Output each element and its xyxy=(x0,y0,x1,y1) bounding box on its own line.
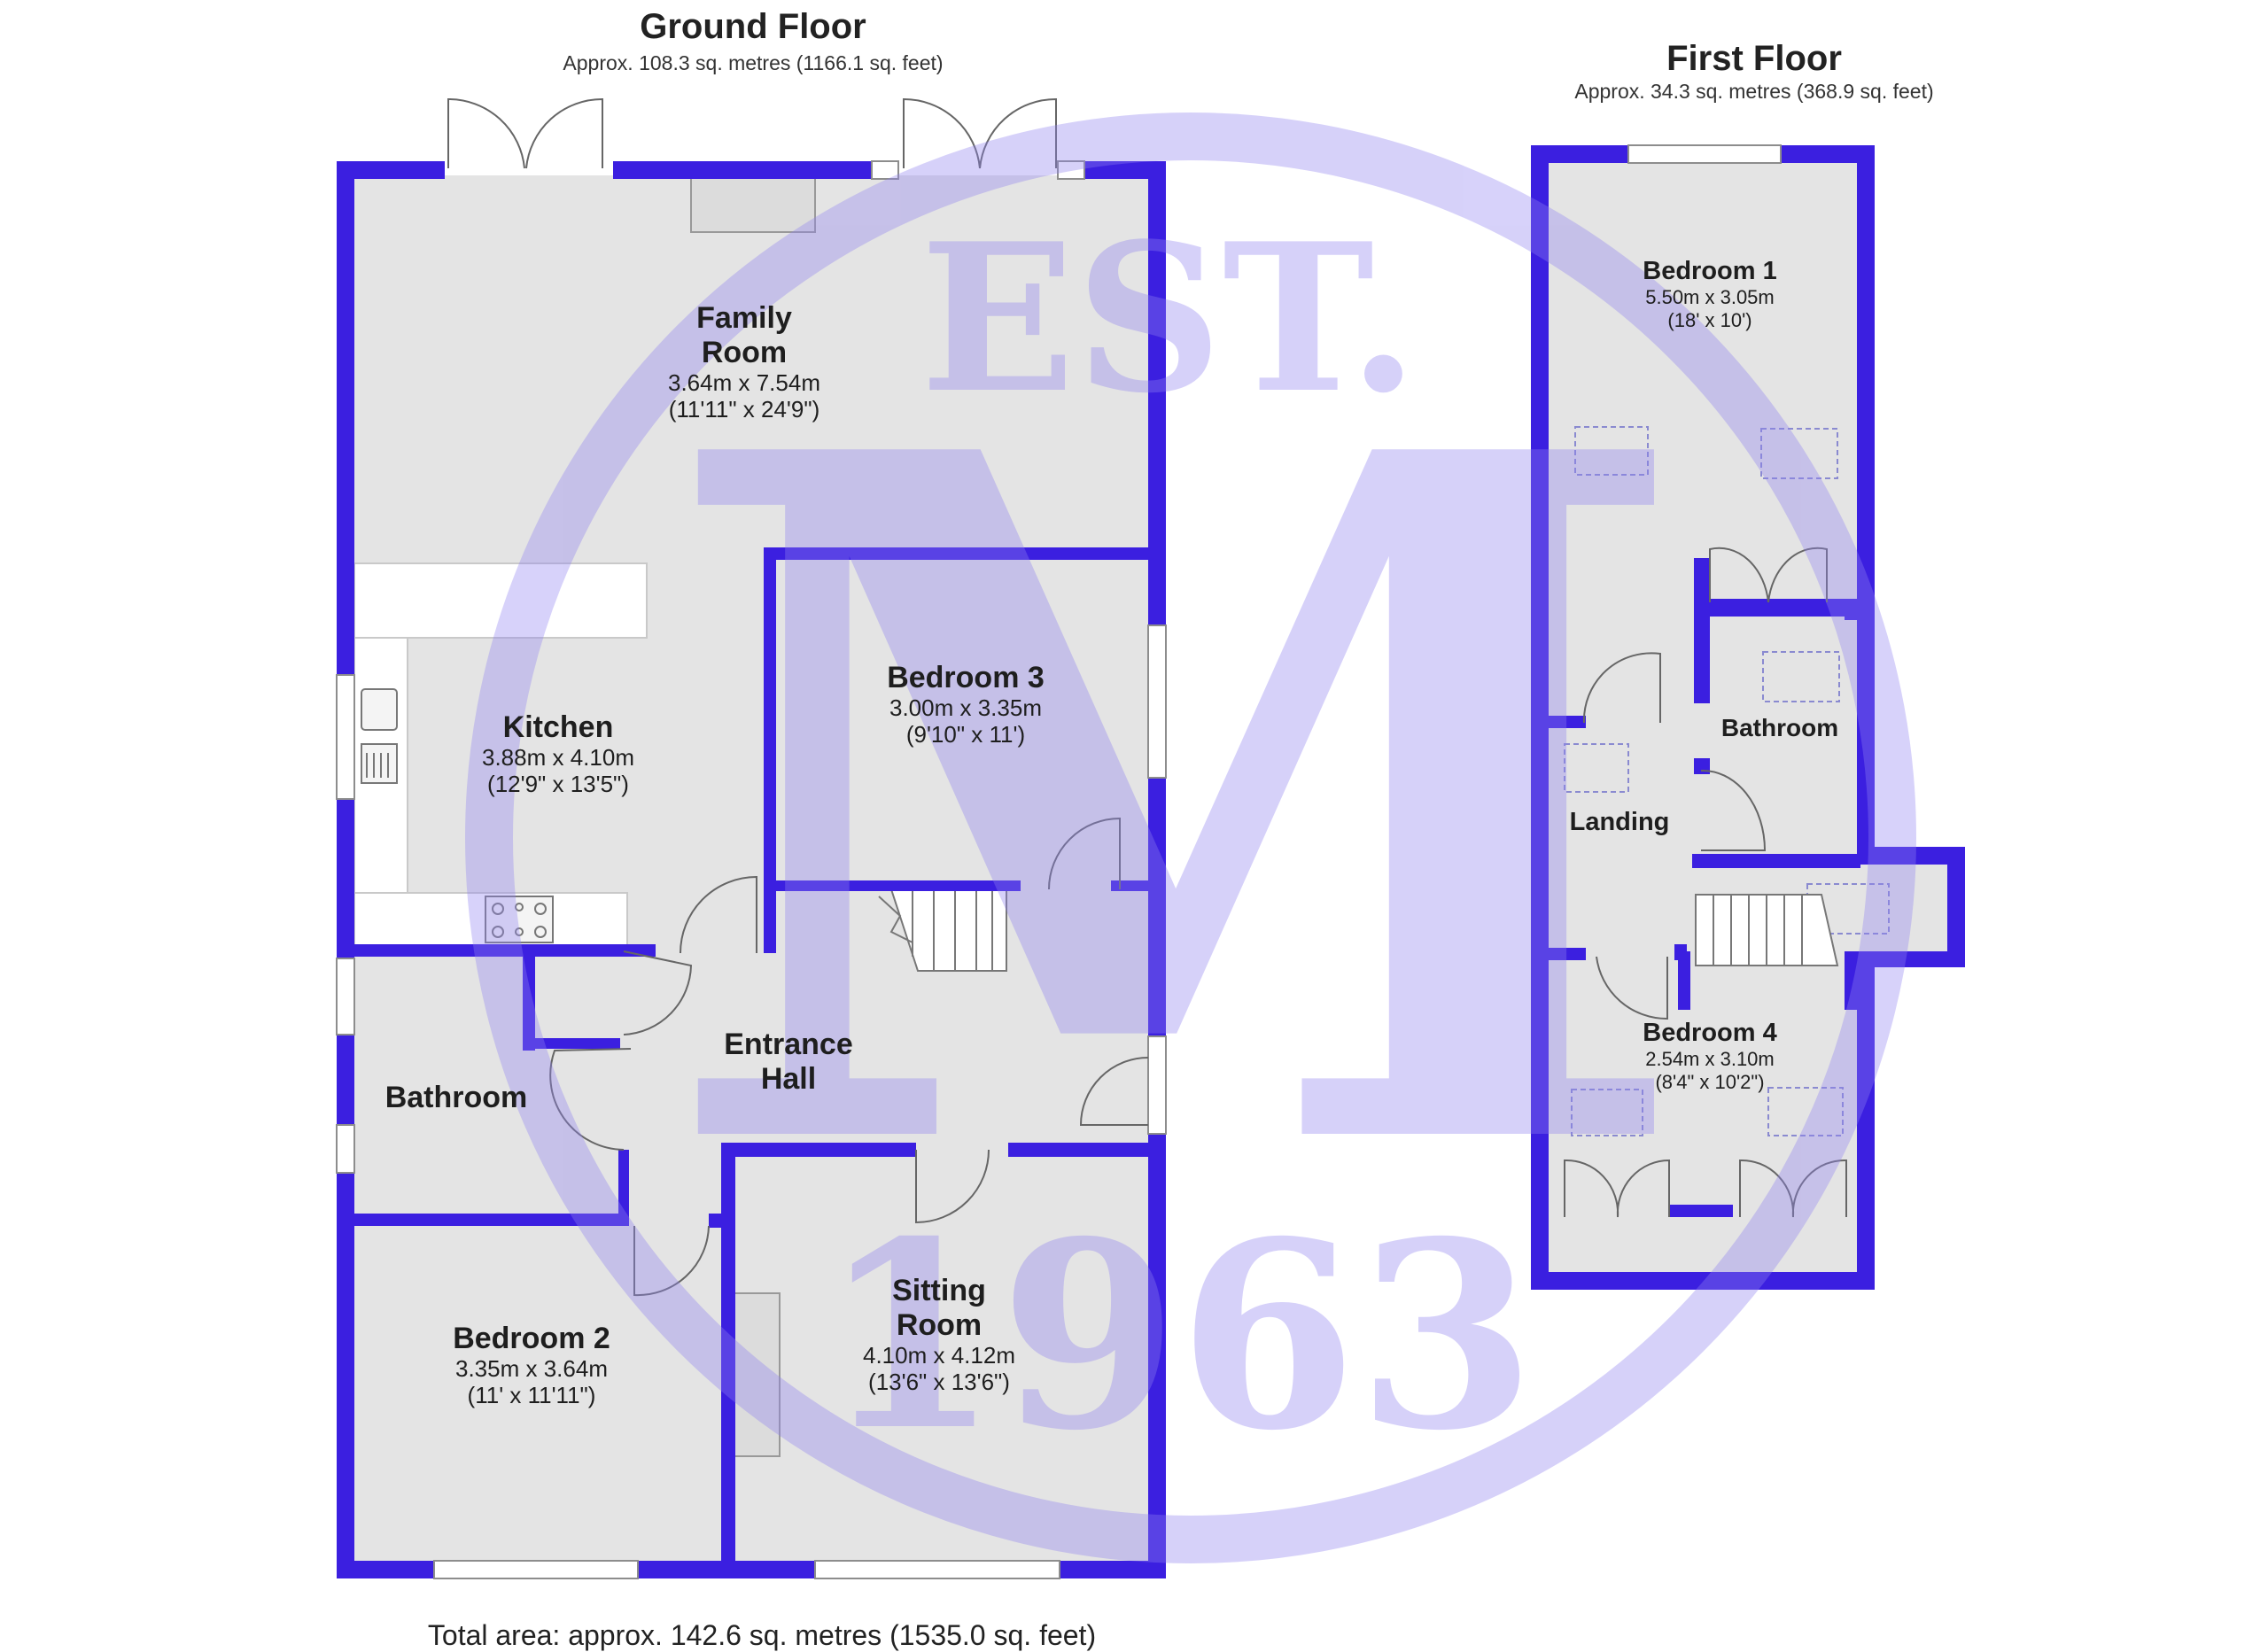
first-floor-bay xyxy=(1860,861,1949,958)
watermark-year: 1963 xyxy=(820,1186,1535,1487)
staircase xyxy=(878,888,1007,972)
ground-floor-plan xyxy=(336,97,1167,1579)
total-area: Total area: approx. 142.6 sq. metres (15… xyxy=(427,1619,1097,1651)
hob-icon xyxy=(485,896,554,943)
room-name: Kitchen xyxy=(502,710,614,744)
first-floor-windows xyxy=(1627,144,1782,164)
watermark-est: EST. xyxy=(920,199,1419,438)
room-bedroom-2: Bedroom 2 3.35m x 3.64m (11' x 11'11") xyxy=(390,1322,673,1409)
sink-icon xyxy=(361,688,398,784)
room-family-room: Family Room 3.64m x 7.54m (11'11" x 24'9… xyxy=(567,301,921,423)
room-name-line2: Room xyxy=(896,1308,983,1343)
room-name: Bedroom 1 xyxy=(1643,257,1777,285)
room-ground-bathroom: Bathroom xyxy=(354,1081,558,1115)
room-name: Bedroom 3 xyxy=(887,661,1045,694)
room-name-line2: Hall xyxy=(760,1062,817,1097)
first-floor-plan xyxy=(1531,144,1965,1290)
first-floor-title: First Floor xyxy=(1666,39,1842,78)
first-floor-area: Approx. 34.3 sq. metres (368.9 sq. feet) xyxy=(1574,80,1934,103)
room-name: Entrance xyxy=(724,1028,853,1061)
room-dimensions-imperial: (12'9" x 13'5") xyxy=(487,770,629,797)
room-name: Sitting xyxy=(892,1274,986,1307)
room-dimensions-imperial: (11' x 11'11") xyxy=(467,1381,596,1408)
room-dimensions-metric: 3.00m x 3.35m xyxy=(889,694,1042,722)
room-name: Landing xyxy=(1569,808,1670,836)
room-bedroom-4: Bedroom 4 2.54m x 3.10m (8'4" x 10'2") xyxy=(1586,1019,1834,1093)
room-dimensions-metric: 5.50m x 3.05m xyxy=(1645,286,1775,309)
room-dimensions-imperial: (13'6" x 13'6") xyxy=(868,1369,1010,1396)
skylights xyxy=(1564,426,1890,1136)
watermark-circle xyxy=(465,112,1916,1563)
room-name: Bathroom xyxy=(384,1081,528,1114)
ground-floor-windows xyxy=(336,160,1167,1579)
watermark-logo: EST. M 1963 xyxy=(465,112,1916,1563)
watermark-letter: M xyxy=(658,252,1697,1355)
room-first-bathroom: Bathroom xyxy=(1697,714,1862,742)
room-sitting-room: Sitting Room 4.10m x 4.12m (13'6" x 13'6… xyxy=(797,1274,1081,1396)
room-name: Bathroom xyxy=(1720,714,1839,741)
first-floor-staircase xyxy=(1695,894,1839,966)
room-dimensions-imperial: (9'10" x 11') xyxy=(905,720,1026,748)
first-floor-walls xyxy=(1531,145,1965,1290)
room-dimensions-metric: 2.54m x 3.10m xyxy=(1645,1048,1775,1071)
ground-floor-walls xyxy=(337,161,1166,1578)
room-dimensions-imperial: (11'11" x 24'9") xyxy=(668,396,820,423)
room-kitchen: Kitchen 3.88m x 4.10m (12'9" x 13'5") xyxy=(408,710,709,798)
first-floor-doors xyxy=(1564,547,1847,1218)
first-floor-surface xyxy=(1547,159,1860,1272)
room-landing: Landing xyxy=(1549,808,1690,837)
room-name: Bedroom 2 xyxy=(453,1322,610,1355)
room-dimensions-metric: 4.10m x 4.12m xyxy=(863,1342,1015,1369)
ground-floor-title: Ground Floor xyxy=(640,7,866,46)
room-dimensions-metric: 3.64m x 7.54m xyxy=(668,369,820,397)
room-dimensions-metric: 3.35m x 3.64m xyxy=(455,1355,608,1383)
room-name: Bedroom 4 xyxy=(1643,1019,1777,1047)
room-name-line2: Room xyxy=(701,336,788,370)
room-name: Family xyxy=(696,301,792,335)
ground-floor-doors xyxy=(447,97,1149,1297)
ground-floor-area: Approx. 108.3 sq. metres (1166.1 sq. fee… xyxy=(563,51,944,74)
room-dimensions-metric: 3.88m x 4.10m xyxy=(482,744,634,772)
room-bedroom-1: Bedroom 1 5.50m x 3.05m (18' x 10') xyxy=(1577,257,1843,331)
room-dimensions-imperial: (18' x 10') xyxy=(1667,308,1752,331)
room-entrance-hall: Entrance Hall xyxy=(673,1028,904,1097)
chimney-breast xyxy=(690,176,816,233)
sitting-room-chimney-breast xyxy=(733,1292,781,1457)
room-bedroom-3: Bedroom 3 3.00m x 3.35m (9'10" x 11') xyxy=(815,661,1116,748)
room-dimensions-imperial: (8'4" x 10'2") xyxy=(1655,1070,1765,1093)
